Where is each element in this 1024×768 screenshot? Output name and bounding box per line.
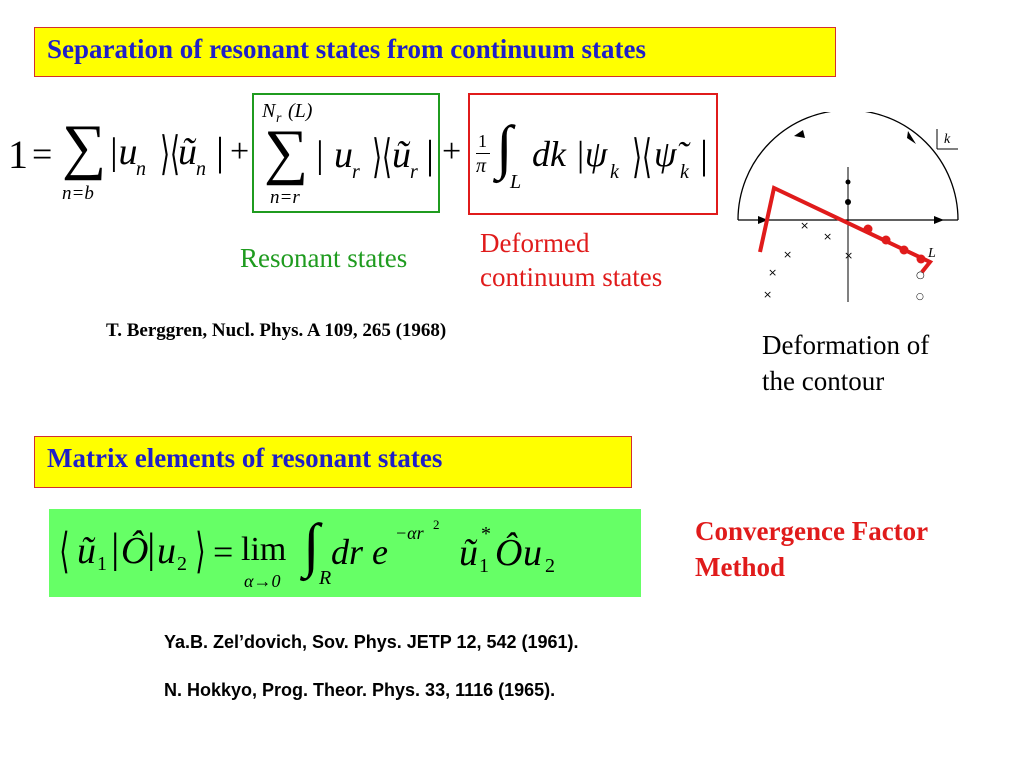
- eq2-u2: u: [523, 532, 542, 574]
- sum2-upper: N: [262, 100, 276, 122]
- eq1-ket-ur-sub: r: [352, 161, 360, 183]
- pole-mark: ×: [823, 230, 832, 243]
- sum2-upper-sub: r: [276, 111, 282, 126]
- deformed-line-2: continuum states: [480, 262, 663, 292]
- deformed-line-1: Deformed: [480, 228, 590, 258]
- eq1-plus-1: +: [230, 133, 250, 170]
- eq1-ket-u-sub: n: [136, 158, 146, 180]
- matrix-element-equation-box: ⟨ ũ 1 | Ô | u 2 ⟩ = lim α→0 ∫ R dr e −αr…: [49, 509, 641, 597]
- sum1-lower: n=b: [62, 183, 94, 204]
- resonance-point: [899, 245, 909, 255]
- eq1-bra-psi-sub: k: [680, 161, 689, 183]
- frac-line: [476, 153, 490, 154]
- section-title-separation: Separation of resonant states from conti…: [34, 27, 836, 77]
- eq2-u-star-sub: 1: [479, 555, 489, 577]
- eq1-one: 1: [8, 132, 28, 177]
- pole-mark: ×: [763, 288, 772, 301]
- deformation-line-2: the contour: [762, 366, 885, 396]
- bound-state-point: [845, 199, 851, 205]
- eq2-bra-u-sub: 1: [97, 553, 107, 575]
- convergence-factor-label: Convergence Factor Method: [695, 513, 928, 585]
- pole-mark: ×: [768, 266, 777, 279]
- eq2-lim-sub: α→0: [244, 571, 281, 591]
- arc-arrow-left: [794, 130, 805, 138]
- integral-symbol-2: ∫: [303, 512, 320, 578]
- sum-symbol-2: ∑: [264, 118, 309, 186]
- eq2-operator-2: Ô: [495, 532, 523, 574]
- resonance-point: [863, 224, 873, 234]
- eq1-bra-ur-sub: r: [410, 161, 418, 183]
- eq2-dr-e: dr e: [331, 532, 388, 572]
- resonance-point: [881, 235, 891, 245]
- eq1-plus-2: +: [442, 133, 462, 170]
- eq2-int-lower: R: [319, 567, 332, 589]
- frac-num: 1: [478, 131, 487, 151]
- angle-bracket: ⟩⟨: [372, 131, 392, 182]
- angle-bracket-right: ⟩: [195, 525, 206, 578]
- integral-symbol-1: ∫: [496, 114, 513, 180]
- deformation-line-1: Deformation of: [762, 330, 930, 360]
- k-label: k: [944, 132, 951, 147]
- eq2-equals: =: [213, 532, 234, 572]
- eq2-exponent: −αr: [395, 523, 424, 543]
- resonant-states-label: Resonant states: [240, 243, 408, 273]
- hokkyo-reference: N. Hokkyo, Prog. Theor. Phys. 33, 1116 (…: [164, 680, 556, 700]
- eq1-ket-u: |u: [108, 131, 138, 173]
- pole-mark: ○: [916, 292, 924, 302]
- berggren-reference: T. Berggren, Nucl. Phys. A 109, 265 (196…: [106, 320, 447, 341]
- bound-state-point: [845, 179, 851, 185]
- deformed-continuum-label: Deformed continuum states: [480, 226, 662, 294]
- frac-den: π: [476, 155, 487, 177]
- eq1-ket-psi: dk |ψ: [532, 134, 608, 174]
- convergence-line-2: Method: [695, 552, 785, 582]
- eq2-u-star: ũ: [459, 532, 478, 574]
- eq1-bra-psi: ψ̃: [654, 134, 677, 174]
- bar: |: [216, 129, 225, 174]
- bar: |: [426, 132, 435, 177]
- pole-mark: ×: [800, 219, 809, 232]
- eq2-u2-sub: 2: [545, 555, 555, 577]
- eq2-u-star-sup: *: [481, 523, 491, 545]
- eq2-exponent-square: 2: [433, 517, 440, 532]
- eq1-bra-u-sub: n: [196, 158, 206, 180]
- pole-mark: ×: [844, 249, 853, 262]
- bar: |: [700, 132, 709, 177]
- sum2-lower: n=r: [270, 187, 300, 208]
- convergence-line-1: Convergence Factor: [695, 516, 929, 546]
- eq1-ket-ur: | u: [314, 134, 353, 176]
- axis-arrow-right: [934, 216, 944, 224]
- eq1-bra-ur: ũ: [392, 134, 411, 176]
- contour-deformation-diagram: k × × × × × × ○ ○ L: [737, 112, 959, 302]
- int1-lower: L: [510, 171, 522, 193]
- semicircle-contour: [737, 112, 959, 221]
- continuum-integral-box: 1 π ∫ L dk |ψ k ⟩⟨ ψ̃ k |: [468, 93, 718, 215]
- eq1-equals: =: [32, 134, 53, 174]
- angle-bracket: ⟩⟨: [632, 131, 652, 182]
- L-label: L: [927, 246, 936, 261]
- eq2-lim: lim: [241, 531, 287, 568]
- eq1-ket-psi-sub: k: [610, 161, 619, 183]
- pole-mark: ○: [916, 270, 925, 281]
- sum-symbol-1: ∑: [62, 113, 107, 181]
- arc-arrow-right: [907, 131, 916, 144]
- eq2-operator: Ô: [121, 530, 149, 572]
- sum2-upper-arg: (L): [288, 100, 313, 122]
- section-title-matrix-elements: Matrix elements of resonant states: [34, 436, 632, 488]
- resonant-sum-box: N r (L) ∑ n=r | u r ⟩⟨ ũ r |: [252, 93, 440, 213]
- resonance-point: [916, 254, 926, 264]
- zeldovich-reference: Ya.B. Zel’dovich, Sov. Phys. JETP 12, 54…: [164, 632, 579, 652]
- angle-bracket-left: ⟨: [59, 525, 70, 578]
- eq2-ket-u-sub: 2: [177, 553, 187, 575]
- bar: |: [111, 526, 120, 572]
- bar: |: [147, 526, 156, 572]
- deformation-caption: Deformation of the contour: [762, 327, 929, 399]
- eq2-bra-u: ũ: [77, 530, 96, 572]
- pole-mark: ×: [783, 248, 792, 261]
- axis-arrow-left: [758, 216, 768, 224]
- eq2-ket-u: u: [157, 530, 176, 572]
- angle-bracket: ⟩⟨: [160, 128, 180, 179]
- deformed-contour-L: [758, 185, 934, 274]
- eq1-bra-u: ũ: [178, 131, 197, 173]
- completeness-equation: 1 = ∑ n=b |u n ⟩⟨ ũ n | +: [0, 88, 730, 228]
